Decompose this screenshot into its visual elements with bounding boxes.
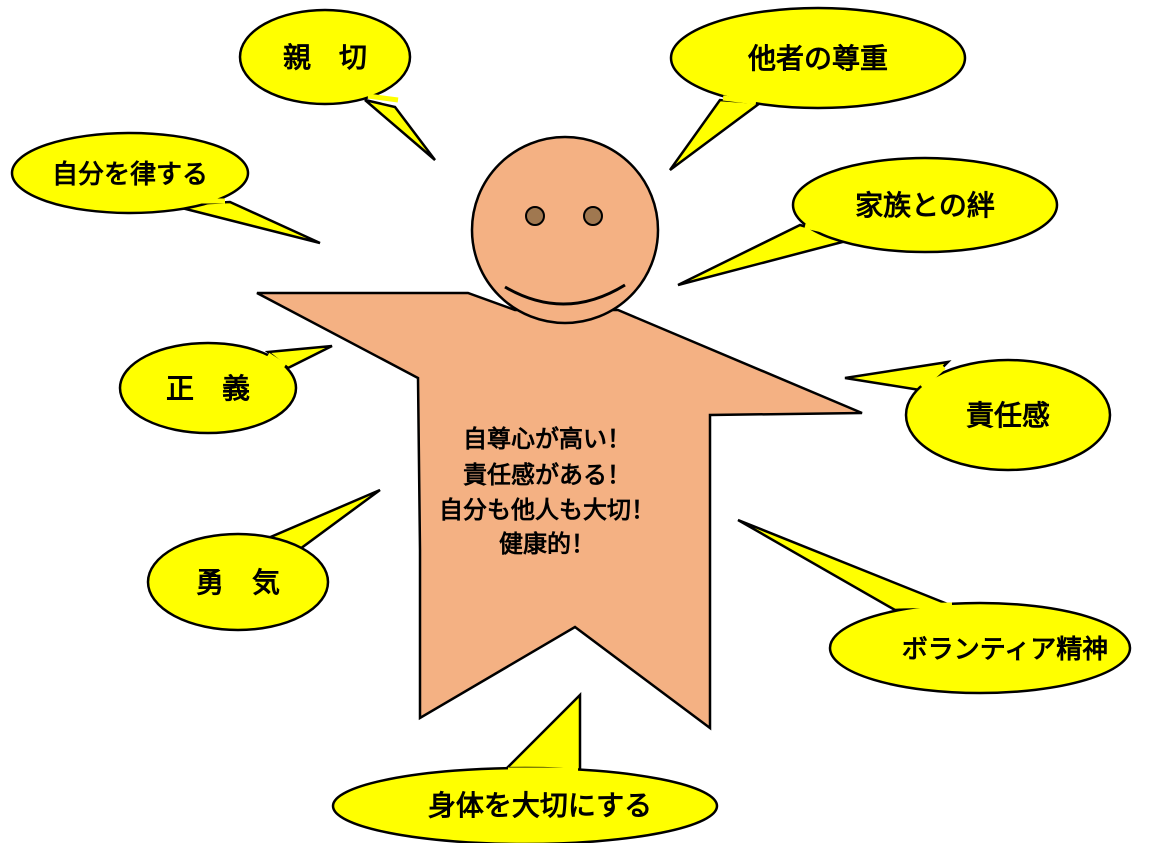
bubble-justice-label: 正 義	[166, 372, 250, 405]
bubble-responsibility: 責任感	[844, 358, 1112, 472]
bubble-volunteer-spirit-label: ボランティア精神	[902, 635, 1108, 665]
person-body	[256, 291, 863, 731]
bubble-courage-label: 勇 気	[196, 566, 280, 599]
center-line-2: 責任感がある！	[463, 461, 631, 489]
bubble-respect-others-label: 他者の尊重	[747, 42, 888, 75]
bubble-family-bonds-label: 家族との絆	[855, 189, 995, 222]
bubble-responsibility-label: 責任感	[966, 399, 1050, 432]
bubble-respect-others: 他者の尊重	[668, 6, 967, 172]
bubble-justice: 正 義	[118, 341, 333, 435]
bubble-self-discipline: 自分を律する	[10, 131, 321, 245]
bubble-volunteer-spirit: ボランティア精神	[737, 518, 1132, 695]
bubble-courage: 勇 気	[146, 488, 381, 632]
bubble-kindness-label: 親 切	[283, 41, 367, 74]
left-eye	[525, 206, 545, 226]
smile	[504, 283, 626, 306]
right-eye	[583, 206, 603, 226]
bubble-kindness: 親 切	[238, 8, 436, 161]
person-head	[470, 135, 660, 325]
center-line-3: 自分も他人も大切！	[439, 496, 655, 524]
bubble-self-discipline-label: 自分を律する	[52, 159, 208, 190]
bubble-family-bonds: 家族との絆	[677, 156, 1059, 287]
bubble-body-care-label: 身体を大切にする	[428, 789, 652, 822]
center-line-4: 健康的！	[499, 530, 595, 558]
bubble-body-care: 身体を大切にする	[331, 691, 719, 843]
center-line-1: 自尊心が高い！	[463, 425, 631, 453]
